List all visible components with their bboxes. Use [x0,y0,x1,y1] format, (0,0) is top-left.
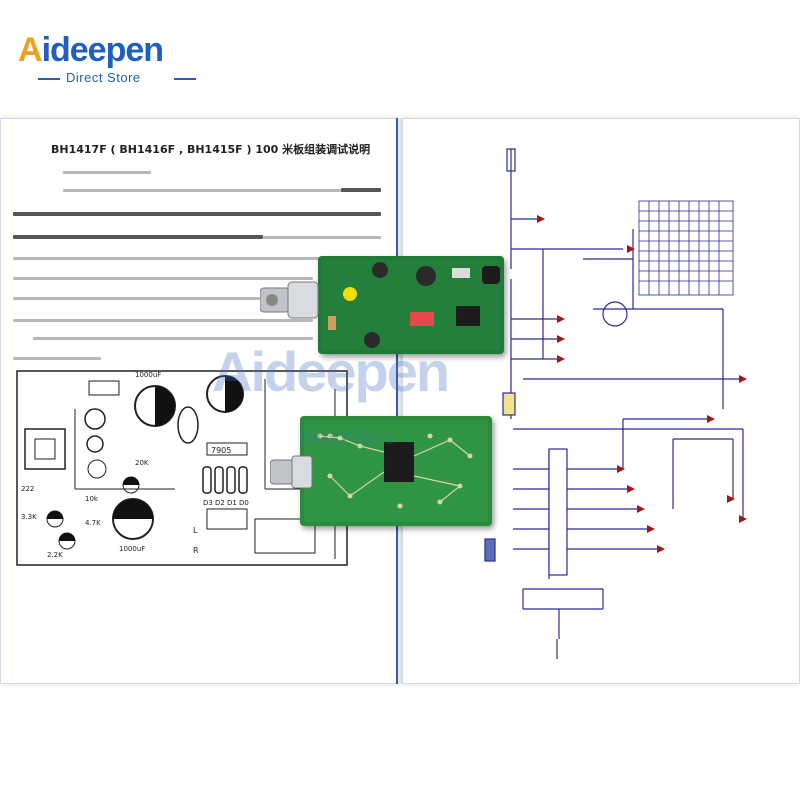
watermark-logo: Aideepen [212,340,450,403]
brand-logo: Aideepen Direct Store [18,30,208,90]
text-line [13,357,101,360]
left-input-label: L [193,526,198,535]
watermark-subtitle: Direct Store [300,428,396,448]
text-line-bold [13,235,263,239]
schematic-sheet [402,118,800,684]
pcb-board-bottom [300,416,492,526]
text-line [13,297,313,300]
document-title: BH1417F ( BH1416F , BH1415F ) 100 米板组装调试… [51,143,371,156]
instruction-sheet: BH1417F ( BH1416F , BH1415F ) 100 米板组装调试… [0,118,398,684]
brand-name: Aideepen [18,31,164,69]
text-line [13,277,313,280]
resistor-20k-label: 20K [135,459,149,467]
brand-subtitle: Direct Store [66,70,141,85]
ic-7905-label: 7905 [211,446,231,455]
brand-divider-right [174,78,196,80]
pin-label-d2: D2 [215,499,225,507]
frequency-table-grid [638,200,734,296]
resistor-47k-label: 4.7K [85,519,101,527]
bnc-connector-top [260,281,319,319]
text-line [13,257,381,260]
capacitor-1000uf-b-label: 1000uF [119,545,145,553]
component-layout-diagram: 7905 D3 D2 D1 D0 20K 1000uF 1000uF 222 3… [16,370,348,566]
text-line-bold [341,188,381,192]
resistor-222-label: 222 [21,485,34,493]
pin-label-d3: D3 [203,499,213,507]
resistor-22k-label: 2.2K [47,551,63,559]
pin-label-d0: D0 [239,499,249,507]
text-line [63,171,151,174]
page-gutter [396,118,404,684]
text-line [33,337,313,340]
brand-subtitle-wrap: Direct Store [38,70,198,86]
pcb-board-top [318,256,504,354]
text-line [63,189,381,192]
circuit-schematic [484,148,747,659]
resistor-33k-label: 3.3K [21,513,37,521]
capacitor-1000uf-label: 1000uF [135,371,161,379]
brand-divider-left [38,78,60,80]
right-input-label: R [193,546,199,555]
pin-label-d1: D1 [227,499,237,507]
bnc-connector-bottom [270,455,313,489]
resistor-10k-label: 10k [85,495,99,503]
text-line [263,236,381,239]
text-line [13,319,313,322]
text-line-bold [13,212,381,216]
